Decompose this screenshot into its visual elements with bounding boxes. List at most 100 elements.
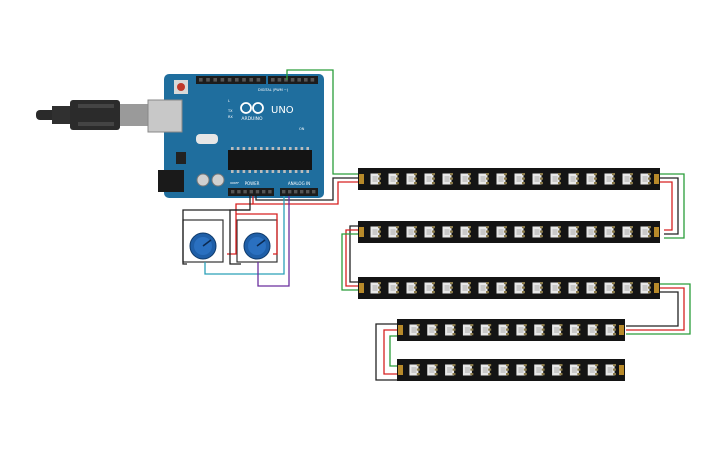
led-strip-1[interactable] bbox=[358, 168, 660, 190]
chip-pin bbox=[306, 147, 309, 150]
strip-resistor bbox=[576, 177, 579, 180]
wire-strip1-to-strip2-gnd[interactable] bbox=[660, 177, 679, 235]
strip-input-pads[interactable] bbox=[359, 174, 364, 184]
wire-a1-to-pot2[interactable] bbox=[257, 196, 290, 287]
chip-pin bbox=[260, 147, 263, 150]
led-strip-3[interactable] bbox=[358, 277, 660, 299]
header-pin[interactable] bbox=[300, 190, 304, 194]
header-pin[interactable] bbox=[288, 190, 292, 194]
header-pin[interactable] bbox=[242, 78, 246, 82]
strip-resistor bbox=[414, 286, 417, 289]
header-pin[interactable] bbox=[297, 78, 301, 82]
crystal-oscillator bbox=[196, 134, 218, 144]
strip-output-pads[interactable] bbox=[654, 227, 659, 237]
strip-output-pads[interactable] bbox=[619, 325, 624, 335]
wire-strip3-to-strip4-gnd[interactable] bbox=[626, 291, 679, 327]
strip-input-pads[interactable] bbox=[398, 325, 403, 335]
wire-strip2-to-strip3-5v[interactable] bbox=[345, 229, 358, 287]
header-pin[interactable] bbox=[227, 78, 232, 82]
potentiometer-1[interactable] bbox=[182, 219, 224, 263]
wire-data-d6-to-strip[interactable] bbox=[286, 69, 358, 175]
strip-output-pads[interactable] bbox=[619, 365, 624, 375]
header-pin[interactable] bbox=[290, 78, 295, 82]
wire-strip3-to-strip4-data[interactable] bbox=[626, 283, 691, 335]
led-pixel-die bbox=[624, 285, 630, 291]
wire-strip4-to-strip5-gnd[interactable] bbox=[375, 323, 397, 381]
power-jack[interactable] bbox=[158, 170, 184, 192]
strip-resistor bbox=[468, 226, 471, 229]
led-pixel-die bbox=[429, 327, 435, 333]
wire-strip1-to-strip2-5v[interactable] bbox=[660, 181, 673, 231]
header-pin[interactable] bbox=[271, 78, 275, 82]
header-pin[interactable] bbox=[277, 78, 282, 82]
led-strip-2[interactable] bbox=[358, 221, 660, 243]
wire-gnd-to-pot1[interactable] bbox=[182, 196, 251, 265]
wire-gnd-to-pot2[interactable] bbox=[229, 209, 250, 265]
led-pixel-die bbox=[534, 285, 540, 291]
header-pin[interactable] bbox=[262, 190, 266, 194]
header-pin[interactable] bbox=[220, 78, 225, 82]
strip-input-pads[interactable] bbox=[359, 283, 364, 293]
header-pin[interactable] bbox=[199, 78, 203, 82]
strip-resistor bbox=[613, 373, 616, 376]
wire-a0-to-pot1[interactable] bbox=[204, 196, 285, 275]
header-pin[interactable] bbox=[294, 190, 298, 194]
strip-resistor bbox=[452, 324, 456, 327]
strip-output-pads[interactable] bbox=[654, 283, 659, 293]
wire-gnd-to-strip[interactable] bbox=[255, 177, 358, 201]
arduino-board[interactable]: ARDUINO UNO L TX RX ON DIGITAL (PWM ~) P… bbox=[147, 74, 324, 198]
wire-5v-to-pot2[interactable] bbox=[236, 213, 278, 255]
header-pin[interactable] bbox=[206, 78, 210, 82]
wire-strip1-to-strip2-data[interactable] bbox=[660, 173, 685, 239]
header-pin[interactable] bbox=[255, 190, 260, 194]
wire-strip2-to-strip3-gnd[interactable] bbox=[349, 225, 358, 283]
header-pin[interactable] bbox=[231, 190, 235, 194]
header-pin[interactable] bbox=[268, 190, 272, 194]
header-pin[interactable] bbox=[237, 190, 241, 194]
strip-resistor bbox=[630, 173, 633, 176]
header-pin[interactable] bbox=[249, 78, 253, 82]
strip-resistor bbox=[504, 230, 507, 233]
strip-resistor bbox=[450, 291, 453, 294]
strip-resistor bbox=[522, 230, 525, 233]
strip-input-pads[interactable] bbox=[398, 365, 403, 375]
wire-strip4-to-strip5-5v[interactable] bbox=[383, 329, 397, 375]
strip-resistor bbox=[577, 324, 581, 327]
led-pixel-die bbox=[411, 327, 417, 333]
header-pin[interactable] bbox=[213, 78, 217, 82]
strip-input-pads[interactable] bbox=[359, 227, 364, 237]
led-pixel-die bbox=[372, 285, 378, 291]
led-strip-5[interactable] bbox=[397, 359, 625, 381]
header-pin[interactable] bbox=[235, 78, 239, 82]
wire-strip2-to-strip3-data[interactable] bbox=[341, 233, 358, 291]
wire-strip4-to-strip5-data[interactable] bbox=[389, 335, 397, 367]
strip-resistor bbox=[504, 173, 507, 176]
strip-resistor bbox=[488, 364, 492, 367]
led-pixel-die bbox=[534, 176, 540, 182]
header-pin[interactable] bbox=[310, 78, 315, 82]
header-pin[interactable] bbox=[304, 78, 308, 82]
strip-resistor bbox=[452, 333, 456, 336]
strip-resistor bbox=[470, 368, 474, 371]
led-strip-4[interactable] bbox=[397, 319, 625, 341]
potentiometer-2[interactable] bbox=[236, 219, 278, 263]
arduino-logo bbox=[240, 102, 264, 114]
strip-resistor bbox=[522, 291, 525, 294]
pot-2-indicator bbox=[256, 239, 266, 247]
wire-5v-to-pot1[interactable] bbox=[227, 203, 253, 255]
header-pin[interactable] bbox=[284, 78, 288, 82]
header-pin[interactable] bbox=[249, 190, 253, 194]
header-pin[interactable] bbox=[306, 190, 310, 194]
strip-output-pads[interactable] bbox=[654, 174, 659, 184]
header-pin[interactable] bbox=[243, 190, 247, 194]
header-pin[interactable] bbox=[282, 190, 286, 194]
header-pin[interactable] bbox=[312, 190, 316, 194]
strip-resistor bbox=[540, 173, 543, 176]
wire-5v-to-strip[interactable] bbox=[252, 181, 358, 205]
header-pin[interactable] bbox=[256, 78, 261, 82]
led-pixel-die bbox=[624, 229, 630, 235]
wire-strip3-to-strip4-5v[interactable] bbox=[626, 287, 685, 331]
usb-b-port[interactable] bbox=[147, 99, 183, 133]
usb-cable[interactable] bbox=[36, 100, 148, 130]
strip-resistor bbox=[630, 282, 633, 285]
